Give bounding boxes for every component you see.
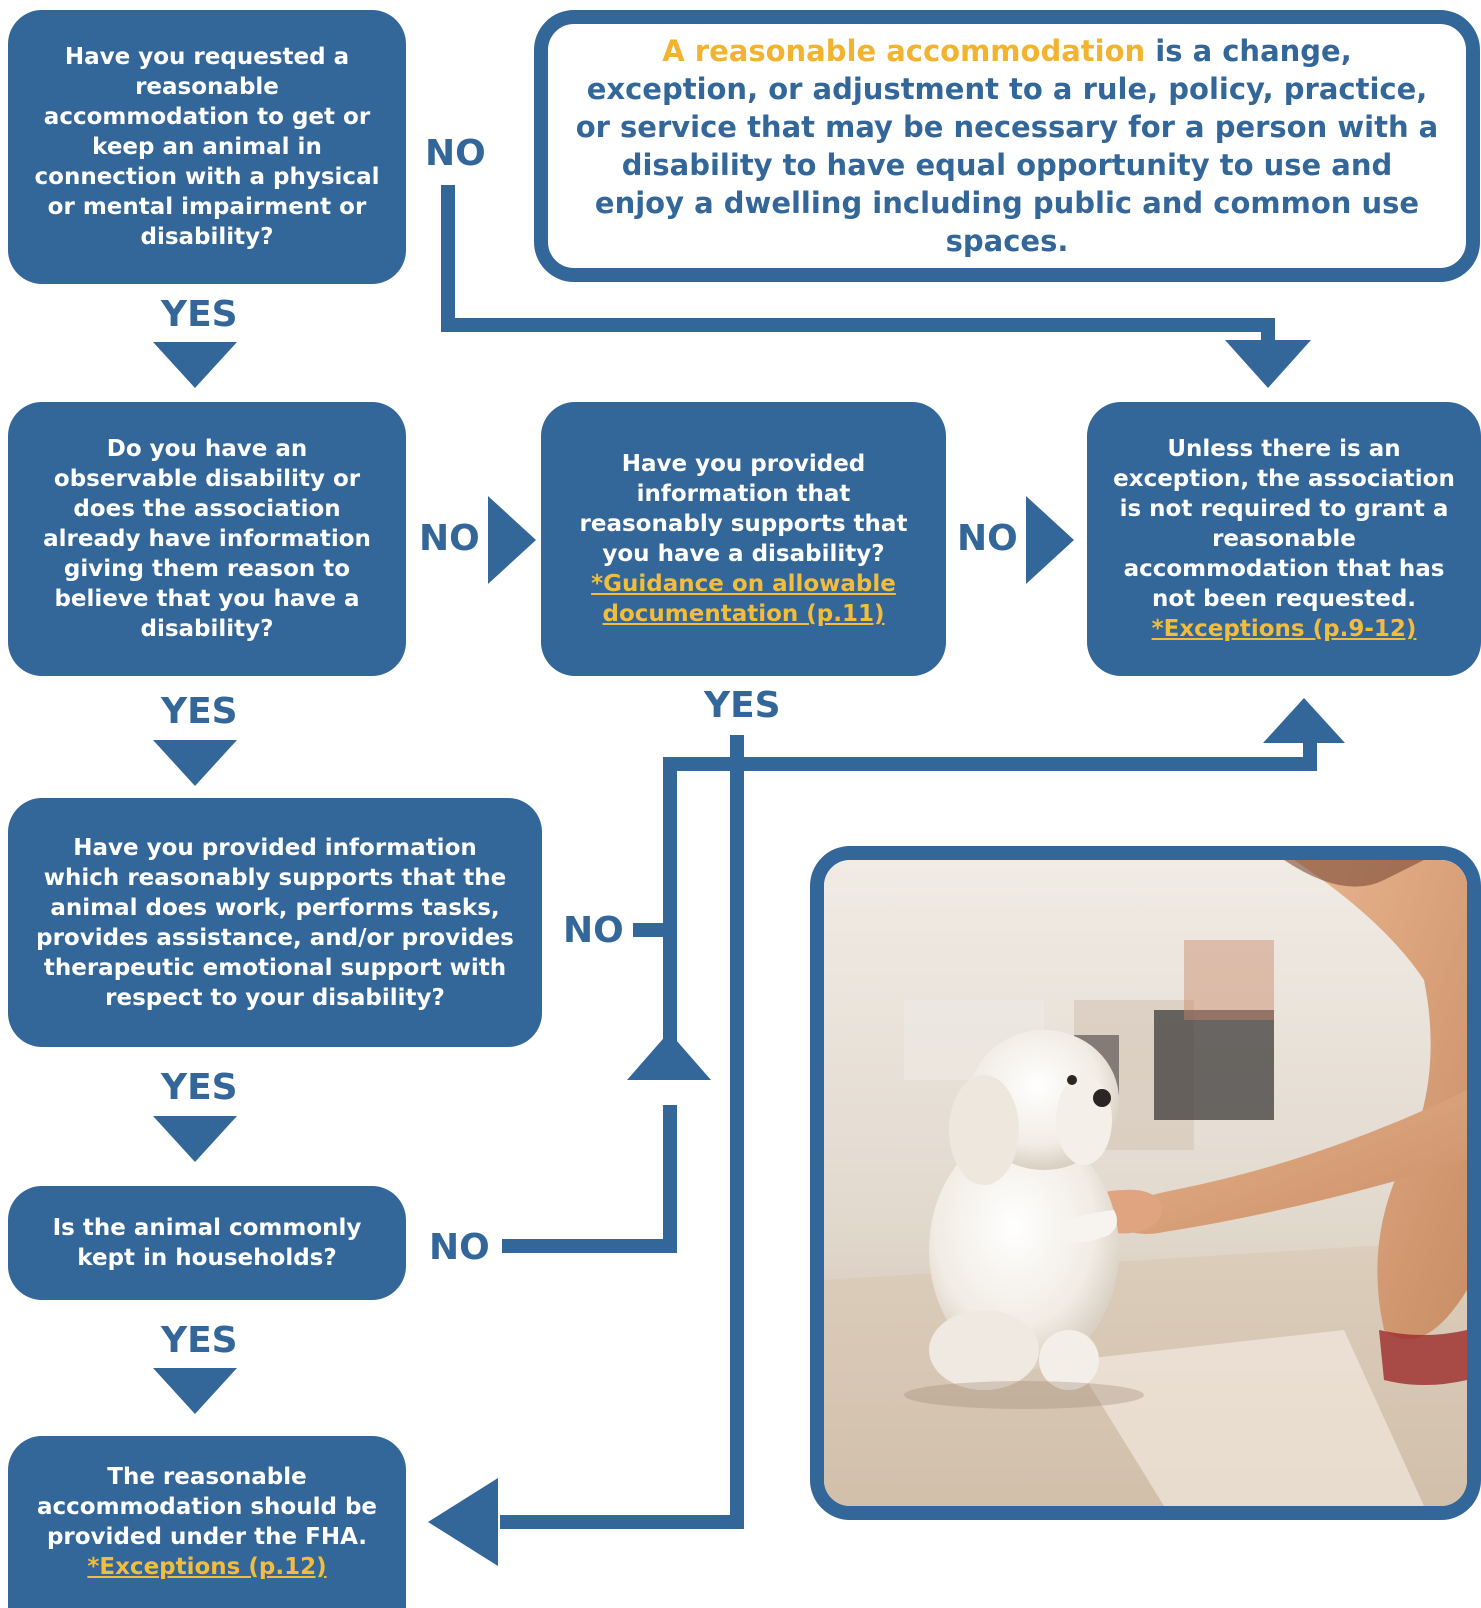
connector-q-info-yes (500, 735, 744, 1529)
arrow-down-yes-3 (153, 1116, 237, 1162)
arrow-right-no-1 (488, 496, 536, 584)
label-no-q2: NO (419, 518, 480, 559)
label-no-q3: NO (563, 910, 624, 951)
documentation-guidance-link[interactable]: *Guidance on allowable documentation (p.… (591, 571, 896, 627)
question-observable-disability: Do you have an observable disability or … (8, 402, 406, 676)
definition-box: A reasonable accommodation is a change, … (534, 10, 1480, 282)
arrow-down-yes-1 (153, 342, 237, 388)
arrow-down-to-result-no (1225, 340, 1311, 388)
exceptions-link-p9-12[interactable]: *Exceptions (p.9-12) (1151, 616, 1417, 642)
arrow-left-to-result-yes (428, 1478, 498, 1566)
definition-text: A reasonable accommodation is a change, … (574, 32, 1440, 260)
question-animal-support-info: Have you provided information which reas… (8, 798, 542, 1047)
label-yes-q4: YES (161, 1320, 238, 1361)
exceptions-link-p12[interactable]: *Exceptions (p.12) (87, 1554, 327, 1580)
result-text: The reasonable accommodation should be p… (36, 1464, 378, 1550)
question-text: Have you provided information which reas… (36, 834, 514, 1011)
result-not-required: Unless there is an exception, the associ… (1087, 402, 1481, 676)
question-requested-accommodation: Have you requested a reasonable accommod… (8, 10, 406, 284)
definition-highlight: A reasonable accommodation (662, 34, 1146, 68)
question-text: Do you have an observable disability or … (43, 436, 371, 642)
arrow-up-merge (627, 1032, 711, 1080)
label-yes-q-info: YES (704, 685, 781, 726)
puppy-illustration (824, 860, 1467, 1506)
question-commonly-kept: Is the animal commonly kept in household… (8, 1186, 406, 1300)
connector-q1-no (441, 185, 1275, 340)
question-text: Have you requested a reasonable accommod… (34, 44, 380, 250)
puppy-photo (810, 846, 1481, 1520)
label-yes-q3: YES (161, 1067, 238, 1108)
arrow-down-yes-2 (153, 740, 237, 786)
label-no-q1: NO (425, 133, 486, 174)
arrow-up-to-result-no (1263, 698, 1345, 743)
label-yes-q2: YES (161, 691, 238, 732)
connector-no-merge (663, 740, 1317, 1080)
label-yes-q1: YES (161, 294, 238, 335)
arrow-down-yes-4 (153, 1368, 237, 1414)
result-text: Unless there is an exception, the associ… (1113, 436, 1455, 612)
question-text: Is the animal commonly kept in household… (52, 1215, 362, 1271)
connector-q4-no (502, 1105, 677, 1253)
definition-body: is a change, exception, or adjustment to… (575, 34, 1439, 258)
label-no-q-info: NO (957, 518, 1018, 559)
arrow-right-no-2 (1026, 496, 1074, 584)
result-accommodation-provided: The reasonable accommodation should be p… (8, 1436, 406, 1608)
question-text: Have you provided information that reaso… (579, 451, 908, 567)
label-no-q4: NO (429, 1227, 490, 1268)
question-provided-disability-info: Have you provided information that reaso… (541, 402, 946, 676)
